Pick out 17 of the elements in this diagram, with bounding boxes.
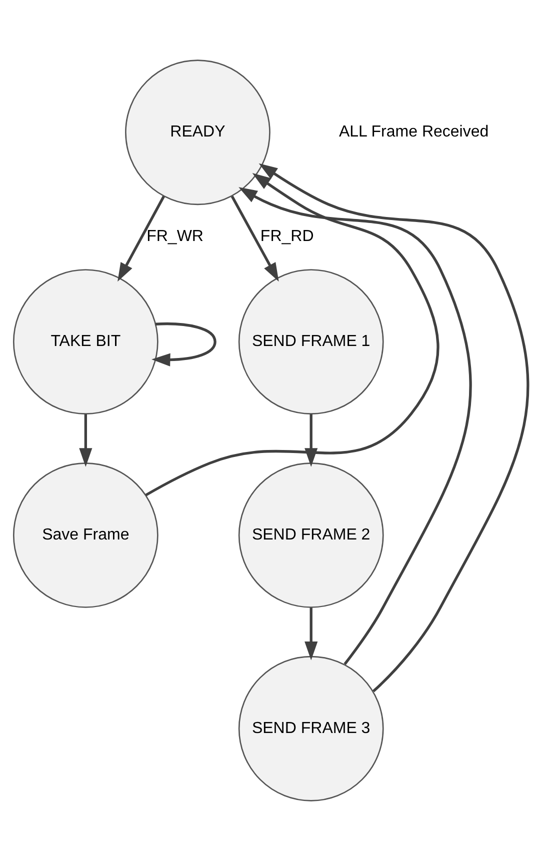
node-circle: Save Frame: [12, 462, 158, 608]
node-circle: SEND FRAME 2: [238, 462, 384, 608]
label: ALL Frame Received: [338, 124, 489, 141]
arrow: [118, 196, 165, 282]
arrow: [230, 196, 279, 282]
edge-label: FR_RD: [260, 228, 314, 246]
arrow: [79, 414, 92, 467]
edge-label: FR_WR: [146, 228, 204, 246]
node-circle: TAKE BIT: [12, 269, 158, 414]
arrow: [152, 322, 216, 366]
arrow: [304, 608, 318, 660]
arrow: [145, 172, 440, 496]
arrow: [238, 187, 472, 665]
arrow: [304, 414, 318, 467]
node-circle: SEND FRAME 1: [238, 269, 384, 414]
node-circle: SEND FRAME 3: [238, 656, 384, 802]
arrow: [258, 163, 530, 692]
